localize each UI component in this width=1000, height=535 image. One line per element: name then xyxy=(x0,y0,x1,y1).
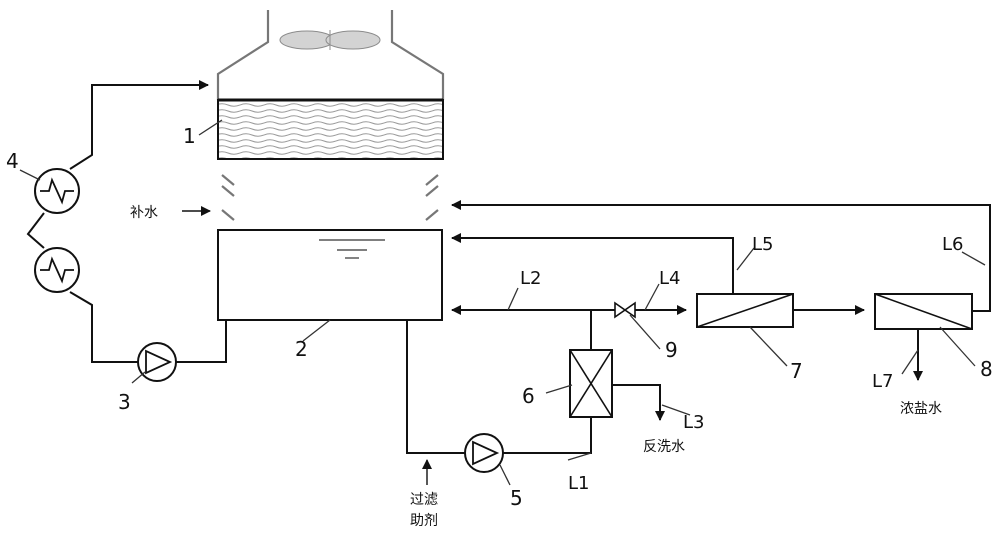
pipe-L5 xyxy=(451,233,734,294)
membrane-unit-7 xyxy=(696,293,794,328)
label-component-3: 3 xyxy=(118,390,131,414)
label-component-7: 7 xyxy=(790,359,803,383)
label-line-L1: L1 xyxy=(568,473,589,494)
pump-3 xyxy=(137,342,177,382)
valve-9 xyxy=(614,301,636,319)
label-component-8: 8 xyxy=(980,357,993,381)
label-line-L5: L5 xyxy=(752,234,773,255)
pipe-L6 xyxy=(451,200,991,312)
label-component-6: 6 xyxy=(522,384,535,408)
loop-pipe-pump-to-exchanger xyxy=(69,291,139,363)
label-component-4: 4 xyxy=(6,149,19,173)
spray-droplets xyxy=(221,174,439,221)
label-line-L6: L6 xyxy=(942,234,963,255)
leader-lines xyxy=(19,119,986,486)
loop-pipe-exchangers xyxy=(26,212,45,249)
label-component-2: 2 xyxy=(295,337,308,361)
label-brine: 浓盐水 xyxy=(900,401,942,417)
membrane-unit-8 xyxy=(874,293,973,330)
label-component-9: 9 xyxy=(665,338,678,362)
loop-pipe-tank-to-pump xyxy=(176,320,227,363)
pipe-tank-to-pump-5 xyxy=(406,320,465,454)
label-line-L2: L2 xyxy=(520,268,541,289)
loop-pipe-to-tower xyxy=(69,80,209,170)
label-component-5: 5 xyxy=(510,486,523,510)
pump-5 xyxy=(464,433,504,473)
fan-icon xyxy=(279,30,381,50)
pipe-backwash-L3 xyxy=(612,384,665,421)
heat-exchanger-unit-upper xyxy=(34,168,80,214)
water-level-icon xyxy=(319,239,385,259)
label-backwash-water: 反洗水 xyxy=(643,439,685,455)
label-line-L3: L3 xyxy=(683,412,704,433)
tower-fill-pack xyxy=(217,99,444,160)
heat-exchanger-unit-lower xyxy=(34,247,80,293)
label-filter-aid-line1: 过滤 xyxy=(410,492,438,508)
label-line-L7: L7 xyxy=(872,371,893,392)
label-makeup-water: 补水 xyxy=(130,205,158,221)
water-tank xyxy=(217,229,443,321)
cooling-tower xyxy=(216,10,445,160)
label-filter-aid-line2: 助剂 xyxy=(410,513,438,529)
label-line-L4: L4 xyxy=(659,268,680,289)
filter-6 xyxy=(569,349,613,418)
label-component-1: 1 xyxy=(183,124,196,148)
pipe-L1 xyxy=(503,417,592,454)
